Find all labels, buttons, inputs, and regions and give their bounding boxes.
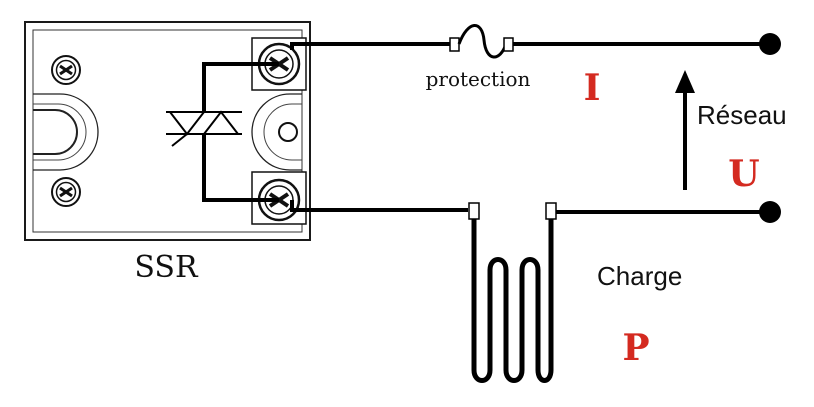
network-terminal-bottom — [759, 201, 781, 223]
fuse-terminal-left — [449, 37, 460, 52]
heating-element-icon — [471, 219, 554, 383]
mounting-hole — [278, 122, 298, 142]
ssr-module: SSR — [24, 21, 311, 285]
load-label: Charge — [597, 261, 682, 291]
fuse-icon — [457, 24, 508, 59]
load-terminal-left — [468, 202, 480, 220]
wire-top-left — [290, 42, 452, 50]
screw-icon-control-top — [51, 55, 81, 85]
fuse-terminal-right — [503, 37, 514, 52]
ssr-body-inner — [32, 29, 303, 233]
triac-lead-bottom — [202, 134, 279, 202]
network-label: Réseau — [697, 100, 787, 130]
network-terminal-top — [759, 33, 781, 55]
power-symbol: P — [622, 327, 649, 369]
wire-bottom-left — [290, 200, 468, 212]
ssr-label: SSR — [134, 250, 199, 285]
triac-lead-top — [202, 62, 279, 112]
screw-icon-control-bottom — [51, 177, 81, 207]
mounting-slot-right — [251, 93, 302, 171]
voltage-arrow-icon — [675, 70, 695, 93]
fuse-label: protection — [426, 67, 531, 91]
mounting-slot-left — [33, 109, 78, 155]
load-terminal-right — [545, 202, 557, 220]
voltage-symbol: U — [728, 153, 759, 195]
triac-icon — [166, 110, 242, 147]
current-symbol: I — [584, 67, 601, 109]
